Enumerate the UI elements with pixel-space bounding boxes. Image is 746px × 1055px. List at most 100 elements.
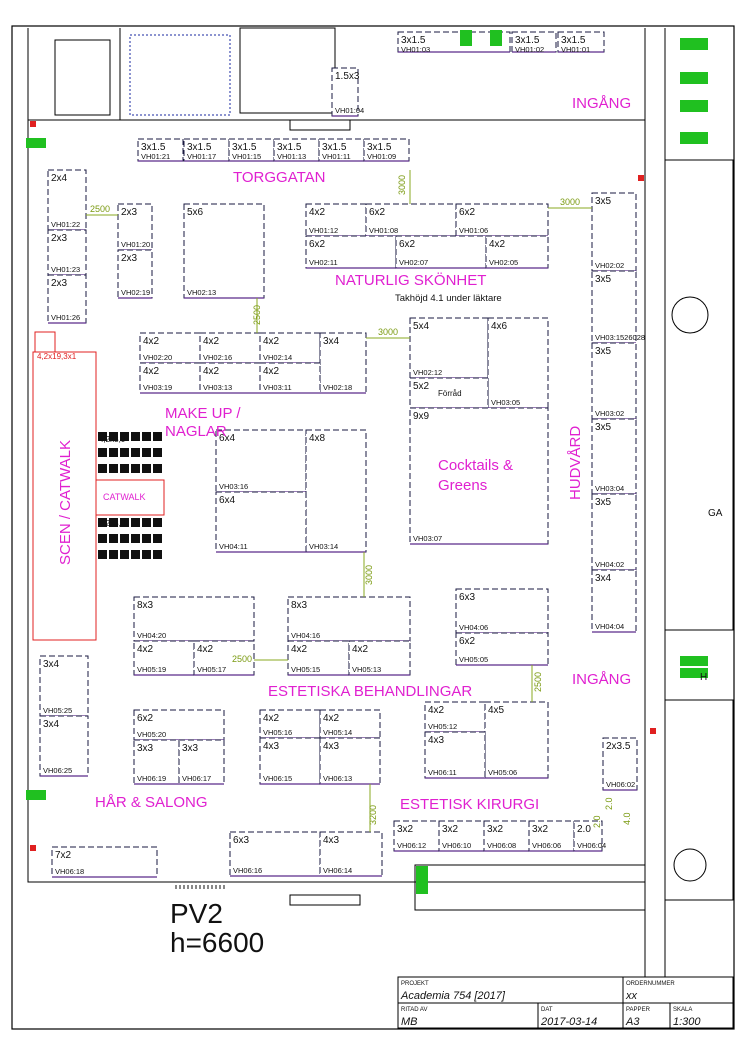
booth-id: VH01:26 [51,313,80,322]
spiral-stair [673,848,707,882]
exit-sign [680,132,708,144]
seat [120,550,129,559]
tb-papper: A3 [625,1016,640,1028]
booth-size: 6x2 [137,713,154,724]
booth-outline [591,569,637,633]
booth-size: 3x1.5 [232,142,257,153]
booth-size: 5x2 [413,381,430,392]
tb-order: xx [625,990,638,1002]
booth-id: VH05:12 [428,722,457,731]
seat [153,464,162,473]
booth-size: 4x2 [263,713,280,724]
booth-id: VH04:02 [595,560,624,569]
booth-id: VH06:04 [577,841,606,850]
catwalk[interactable] [95,479,165,516]
booth-outline [287,640,350,676]
seat [131,432,140,441]
booth-outline [319,831,383,877]
booth-size: 4x2 [203,336,220,347]
booth-id: VH01:15 [232,152,261,161]
zone-torggatan: TORGGATAN [233,169,326,186]
exit-sign [26,790,46,800]
booth-id: VH04:16 [291,631,320,640]
booth-outline [591,270,637,344]
booth-outline [363,138,410,162]
seat [109,448,118,457]
booth-id: VH03:16 [219,482,248,491]
seat [120,518,129,527]
